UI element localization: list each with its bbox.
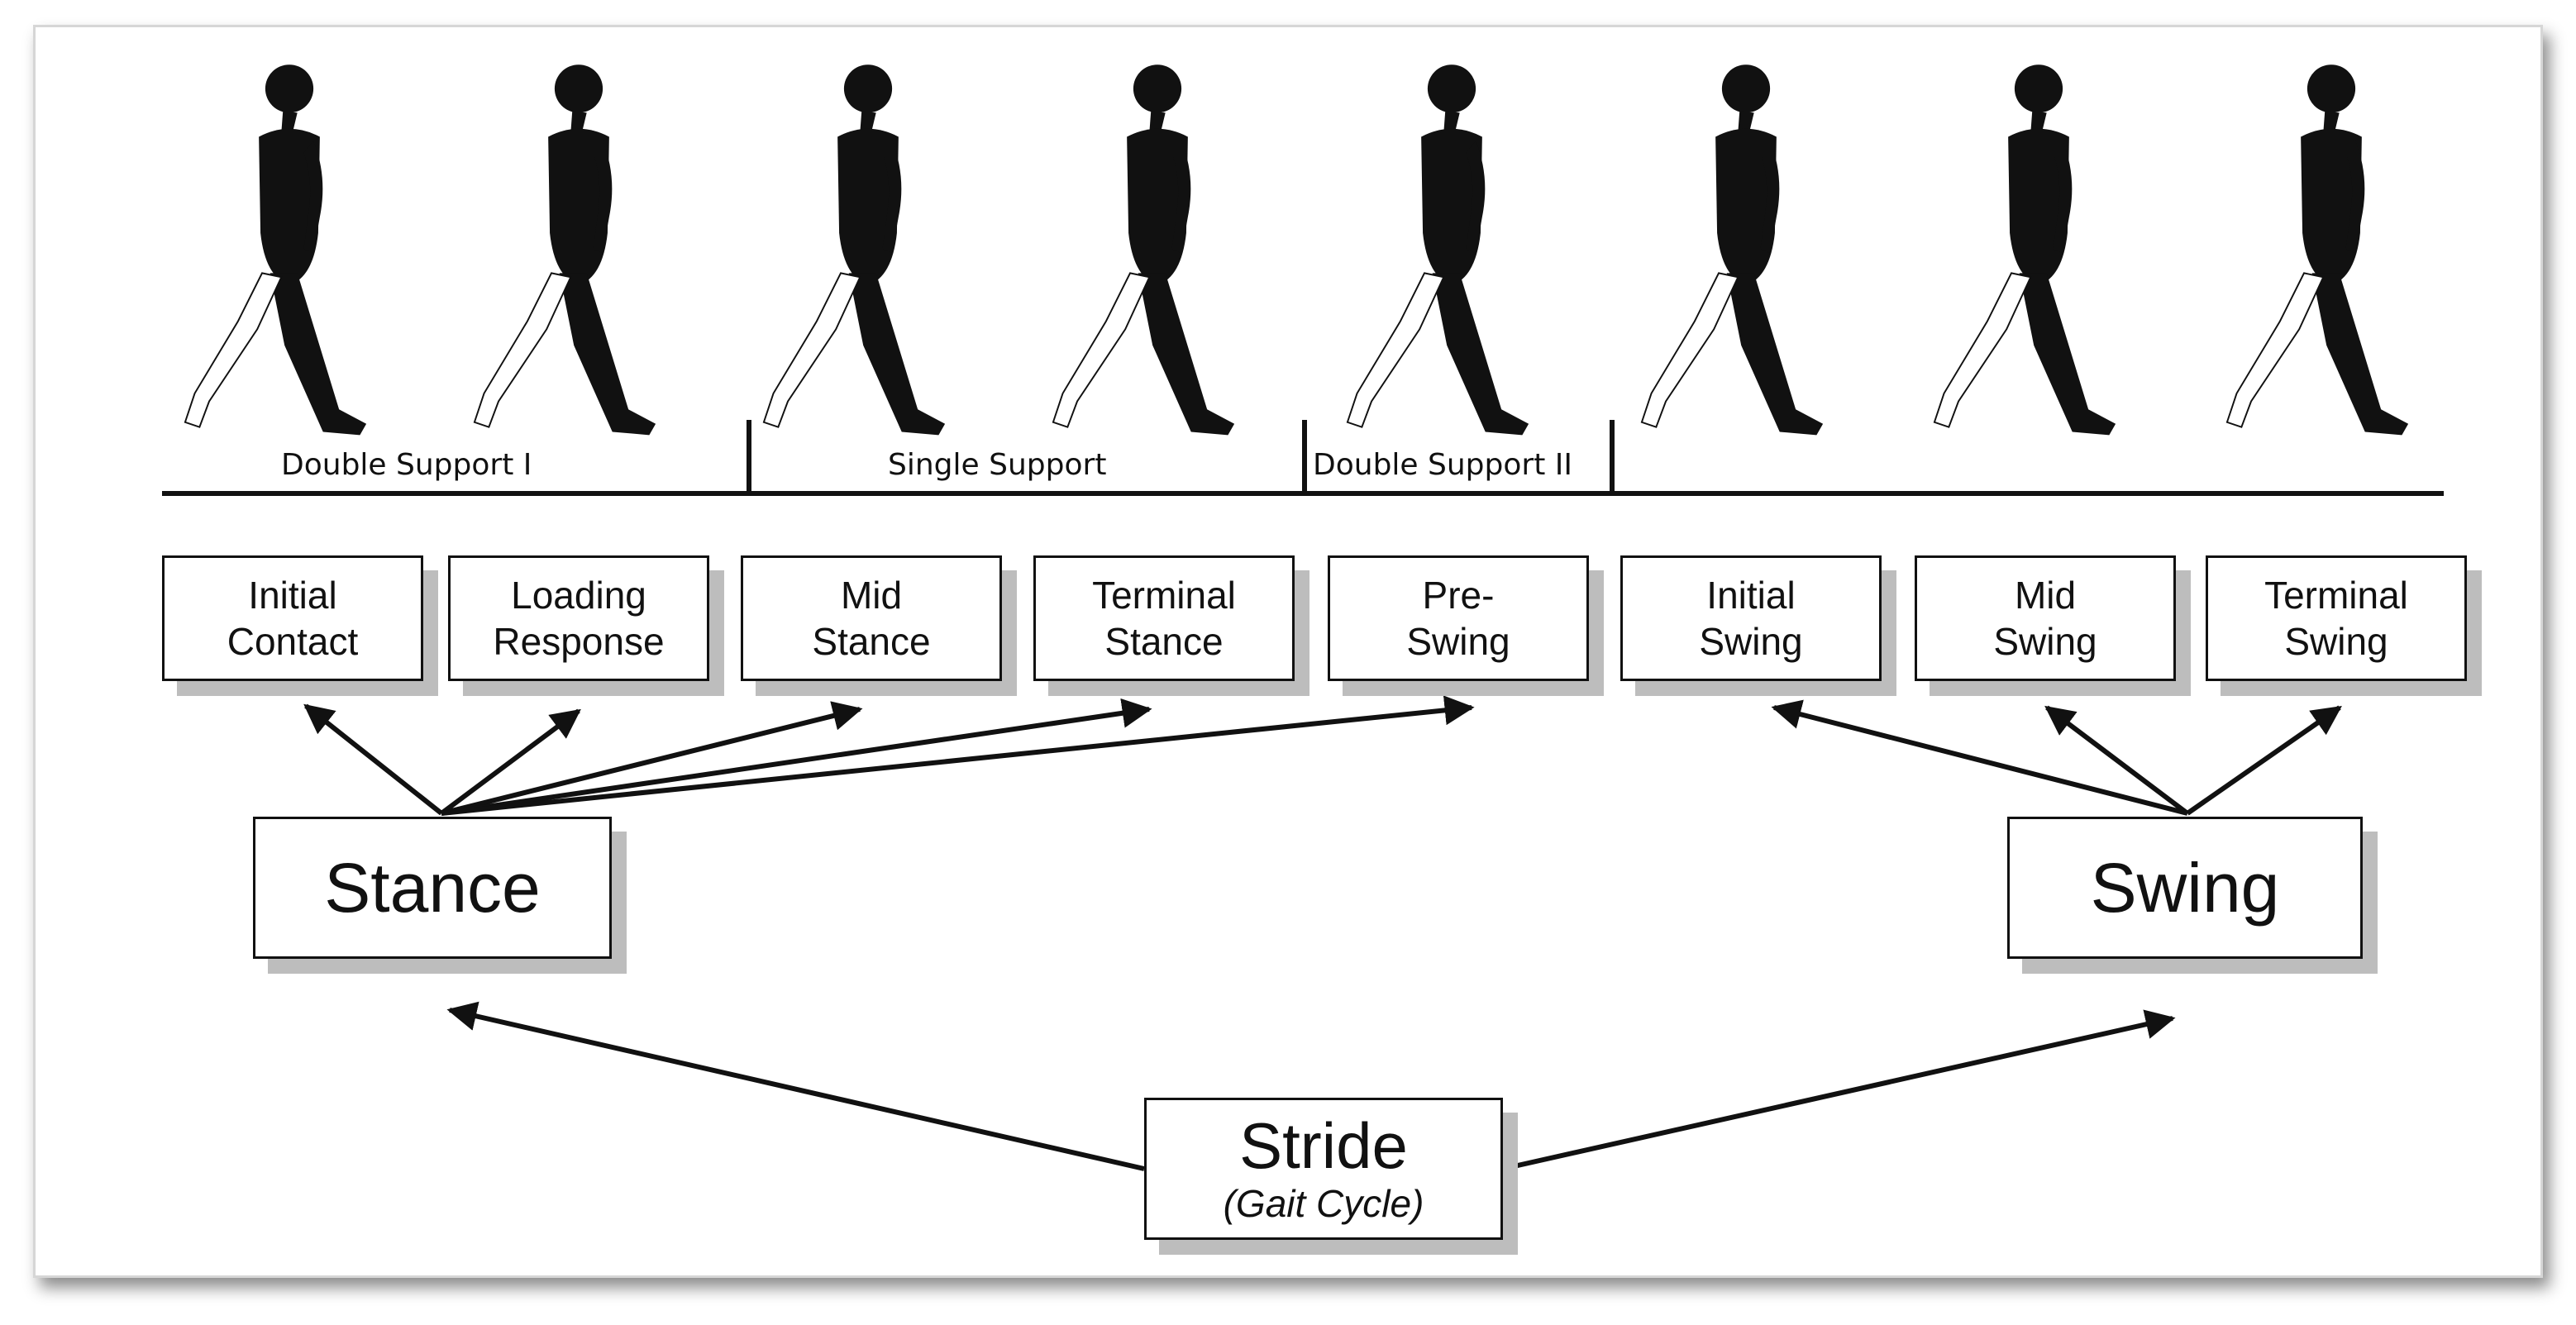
arrow-stride-swing: [1502, 1009, 2176, 1171]
walking-figure-icon: [473, 64, 657, 436]
walking-figure-icon: [184, 64, 368, 436]
arrow-swing-initial-swing: [1771, 699, 2188, 816]
phase-initial-contact: Initial Contact: [162, 555, 423, 681]
label-double-support-2: Double Support II: [1313, 448, 1572, 482]
stance-box: Stance: [253, 817, 612, 959]
phase-loading-response: Loading Response: [448, 555, 709, 681]
arrow-stance-pre-swing: [441, 695, 1475, 816]
phase-initial-swing: Initial Swing: [1620, 555, 1882, 681]
arrow-swing-mid-swing: [2044, 705, 2189, 816]
arrow-swing-terminal-swing: [2186, 705, 2342, 816]
walking-figure-icon: [1052, 64, 1236, 436]
swing-box: Swing: [2007, 817, 2363, 959]
label-double-support-1: Double Support I: [281, 448, 532, 482]
phase-line: Terminal: [1092, 574, 1236, 617]
phase-line: Swing: [1406, 620, 1510, 663]
phase-line: Contact: [227, 620, 359, 663]
swing-label: Swing: [2090, 848, 2280, 927]
phase-pre-swing: Pre- Swing: [1328, 555, 1589, 681]
phase-line: Swing: [2284, 620, 2388, 663]
stride-subtitle: (Gait Cycle): [1223, 1182, 1424, 1225]
stance-label: Stance: [324, 848, 541, 927]
phase-line: Swing: [1699, 620, 1803, 663]
phase-line: Stance: [1104, 620, 1224, 663]
phase-line: Pre-: [1422, 574, 1495, 617]
phase-mid-stance: Mid Stance: [741, 555, 1002, 681]
phase-line: Stance: [812, 620, 931, 663]
phase-line: Mid: [2014, 574, 2077, 617]
arrow-stance-loading-response: [440, 708, 581, 816]
walking-figure-icon: [2225, 64, 2410, 436]
arrow-stance-mid-stance: [441, 701, 863, 816]
stride-title: Stride: [1239, 1109, 1408, 1182]
phase-line: Initial: [248, 574, 337, 617]
phase-line: Swing: [1993, 620, 2097, 663]
phase-line: Mid: [840, 574, 903, 617]
phase-line: Initial: [1706, 574, 1796, 617]
walking-figures: [184, 64, 2410, 436]
phase-mid-swing: Mid Swing: [1915, 555, 2176, 681]
arrow-stride-stance: [446, 1001, 1145, 1171]
arrow-stance-terminal-stance: [441, 698, 1152, 816]
phase-line: Loading: [511, 574, 646, 617]
phase-terminal-stance: Terminal Stance: [1033, 555, 1295, 681]
phase-line: Terminal: [2264, 574, 2408, 617]
walking-figure-icon: [1933, 64, 2117, 436]
walking-figure-icon: [762, 64, 947, 436]
label-single-support: Single Support: [888, 448, 1107, 482]
phase-terminal-swing: Terminal Swing: [2206, 555, 2467, 681]
walking-figure-icon: [1640, 64, 1825, 436]
phase-line: Response: [493, 620, 665, 663]
stride-box: Stride (Gait Cycle): [1144, 1098, 1503, 1240]
arrow-stance-initial-contact: [303, 703, 443, 816]
walking-figure-icon: [1346, 64, 1530, 436]
